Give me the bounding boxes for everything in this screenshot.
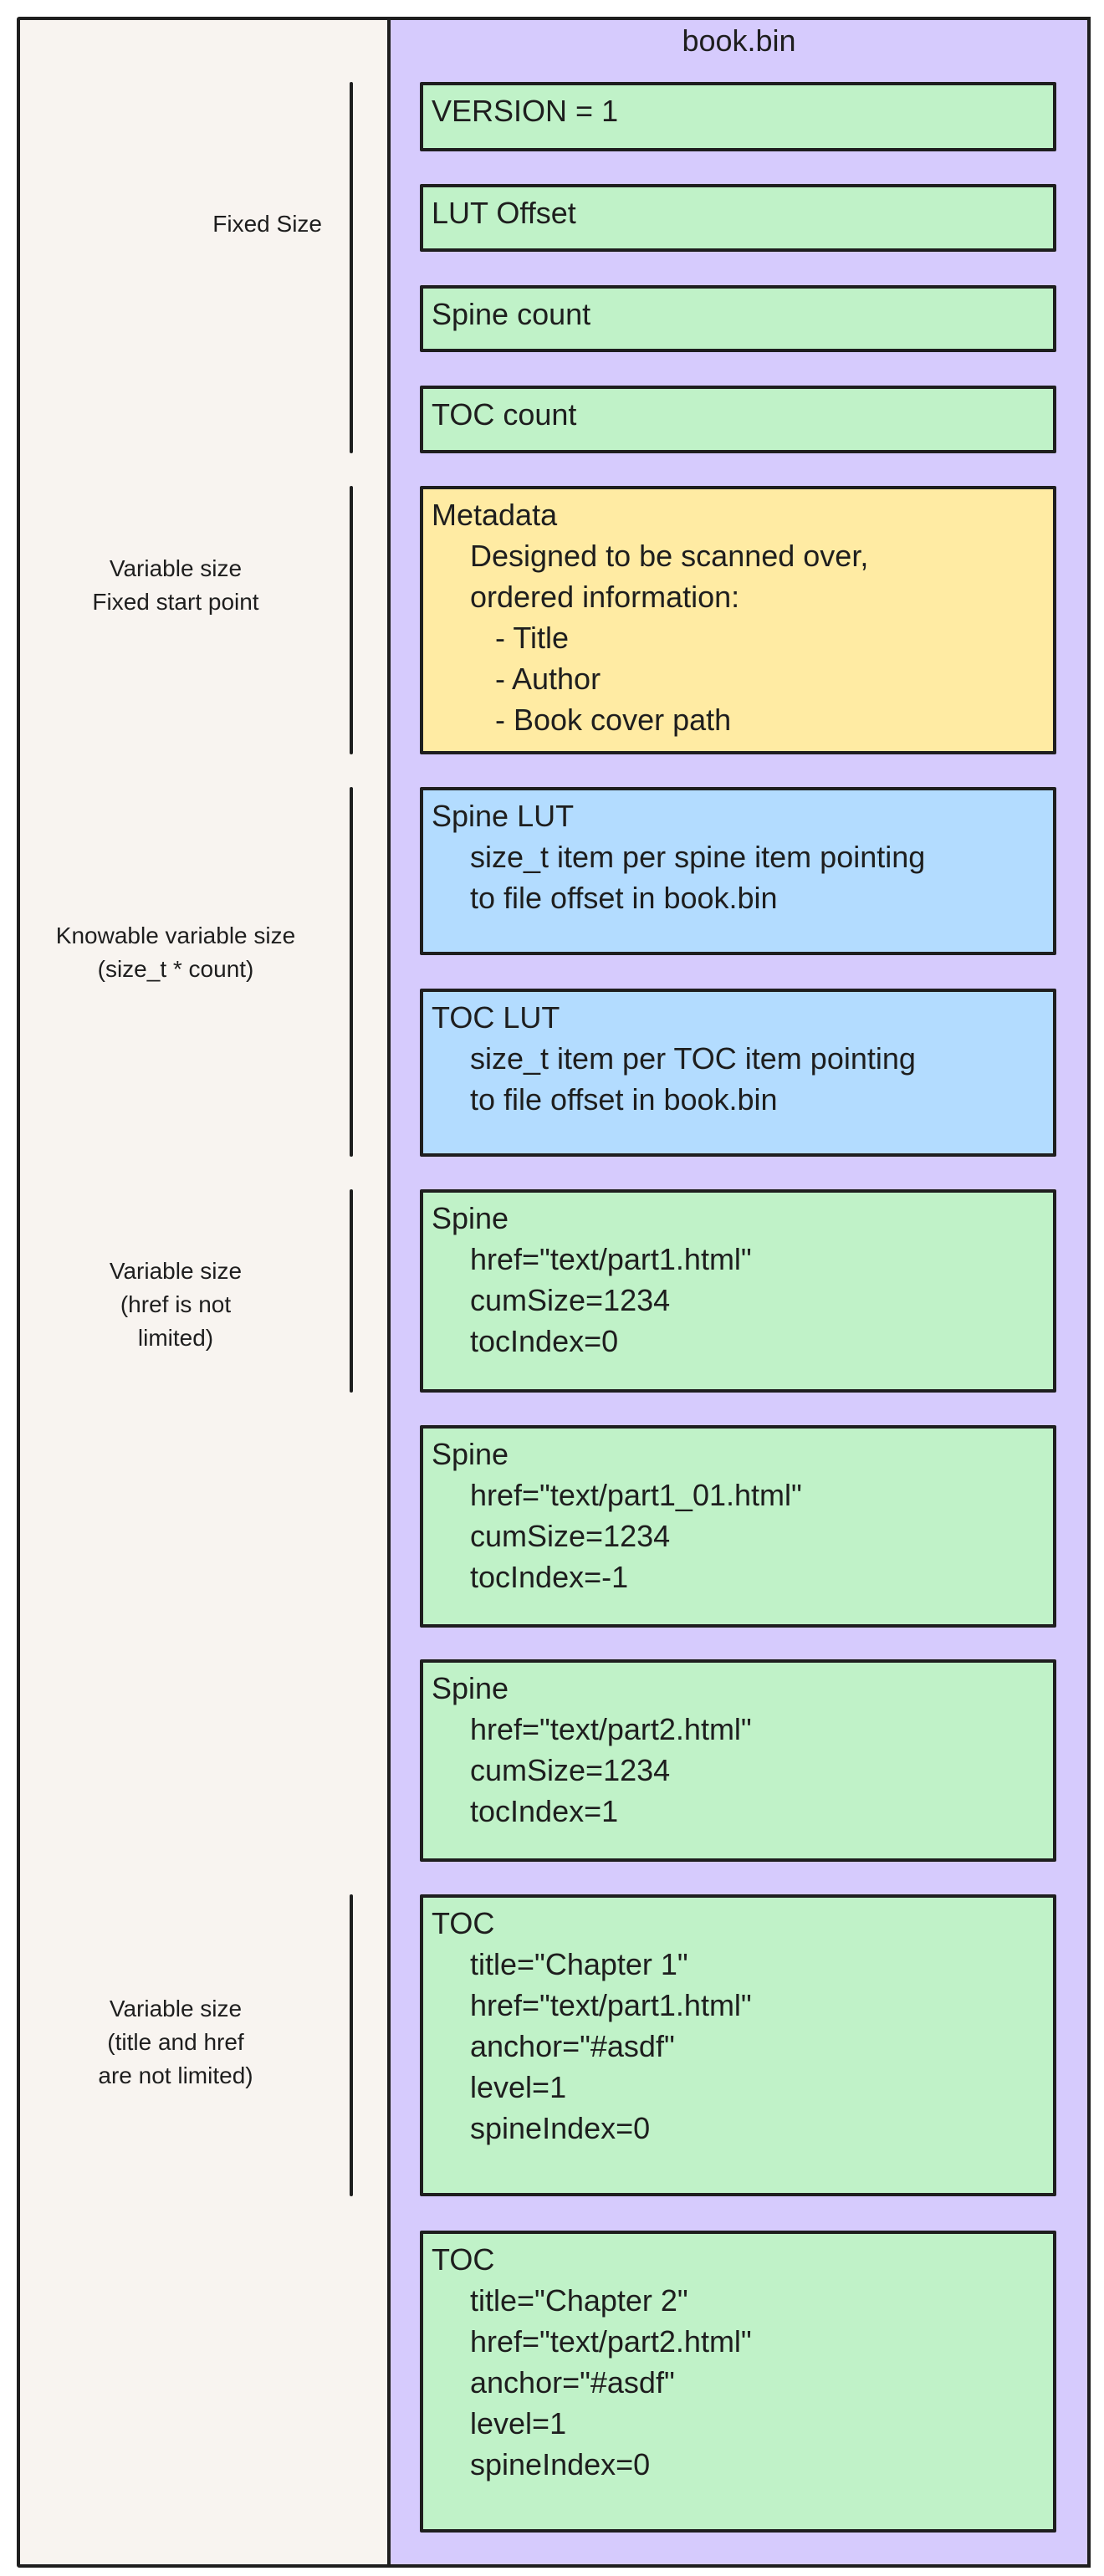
spine-lut-block: Spine LUT size_t item per spine item poin… [420,787,1056,955]
block-title: Spine LUT [432,799,575,833]
block-line: href="text/part1_01.html" [470,1478,802,1512]
block-line: cumSize=1234 [470,1519,671,1553]
label-line: Fixed start point [92,589,259,615]
block-line: href="text/part1.html" [470,1242,752,1276]
block-title: TOC [432,1906,495,1940]
block-line: to file offset in book.bin [470,1082,778,1117]
block-line: to file offset in book.bin [470,881,778,915]
label-lut-size: Knowable variable size (size_t * count) [33,919,318,986]
block-line: cumSize=1234 [470,1283,671,1317]
block-line: title="Chapter 1" [470,1947,688,1981]
bracket-spine [350,1189,353,1393]
toc-entry-block: TOC title="Chapter 2" href="text/part2.htm… [420,2231,1056,2533]
block-line: tocIndex=0 [470,1324,619,1358]
block-bullet: - Book cover path [495,703,732,737]
label-line: Fixed Size [212,211,322,237]
block-bullet: - Title [495,621,570,655]
label-line: Variable size [109,1258,243,1284]
label-line: limited) [137,1325,214,1351]
block-line: Designed to be scanned over, [470,539,869,573]
block-line: href="text/part1.html" [470,1988,752,2022]
block-title: VERSION = 1 [432,94,619,128]
block-line: tocIndex=1 [470,1794,619,1828]
label-line: (size_t * count) [97,956,254,982]
block-line: href="text/part2.html" [470,2324,752,2359]
label-line: Variable size [109,1996,243,2021]
bracket-toc [350,1894,353,2196]
block-line: cumSize=1234 [470,1753,671,1787]
block-bullet: - Author [495,662,601,696]
block-line: size_t item per TOC item pointing [470,1041,916,1076]
block-title: TOC count [432,397,577,432]
block-line: href="text/part2.html" [470,1712,752,1746]
label-line: Knowable variable size [55,923,296,948]
block-title: Spine count [432,297,591,331]
block-line: size_t item per spine item pointing [470,840,926,874]
file-title: book.bin [682,23,796,58]
bracket-lut [350,787,353,1157]
label-line: (href is not [120,1291,232,1317]
toc-count-block: TOC count [420,386,1056,453]
toc-lut-block: TOC LUT size_t item per TOC item pointing… [420,989,1056,1157]
block-line: level=1 [470,2406,567,2441]
lut-offset-block: LUT Offset [420,184,1056,252]
block-title: LUT Offset [432,196,576,230]
block-line: title="Chapter 2" [470,2283,688,2318]
label-line: (title and href [107,2029,244,2055]
label-toc-size: Variable size (title and href are not limi… [33,1992,318,2093]
block-line: tocIndex=-1 [470,1560,629,1594]
spine-entry-block: Spine href="text/part1.html" cumSize=1234 t… [420,1189,1056,1393]
block-line: spineIndex=0 [470,2447,651,2481]
block-title: TOC [432,2242,495,2277]
block-title: Spine [432,1437,509,1471]
block-line: anchor="#asdf" [470,2365,675,2400]
spine-count-block: Spine count [420,285,1056,352]
version-block: VERSION = 1 [420,82,1056,151]
label-spine-size: Variable size (href is not limited) [33,1255,318,1355]
bracket-fixed [350,82,353,453]
label-line: Variable size [109,555,243,581]
label-fixed-size: Fixed Size [33,207,322,241]
bracket-metadata [350,486,353,754]
spine-entry-block: Spine href="text/part1_01.html" cumSize=12… [420,1425,1056,1628]
block-line: level=1 [470,2070,567,2104]
block-line: anchor="#asdf" [470,2029,675,2063]
toc-entry-block: TOC title="Chapter 1" href="text/part1.htm… [420,1894,1056,2196]
block-line: ordered information: [470,580,740,614]
label-line: are not limited) [98,2062,253,2088]
block-title: Spine [432,1671,509,1705]
block-title: TOC LUT [432,1000,560,1035]
block-line: spineIndex=0 [470,2111,651,2145]
block-title: Metadata [432,498,558,532]
spine-entry-block: Spine href="text/part2.html" cumSize=1234 t… [420,1659,1056,1862]
block-title: Spine [432,1201,509,1235]
